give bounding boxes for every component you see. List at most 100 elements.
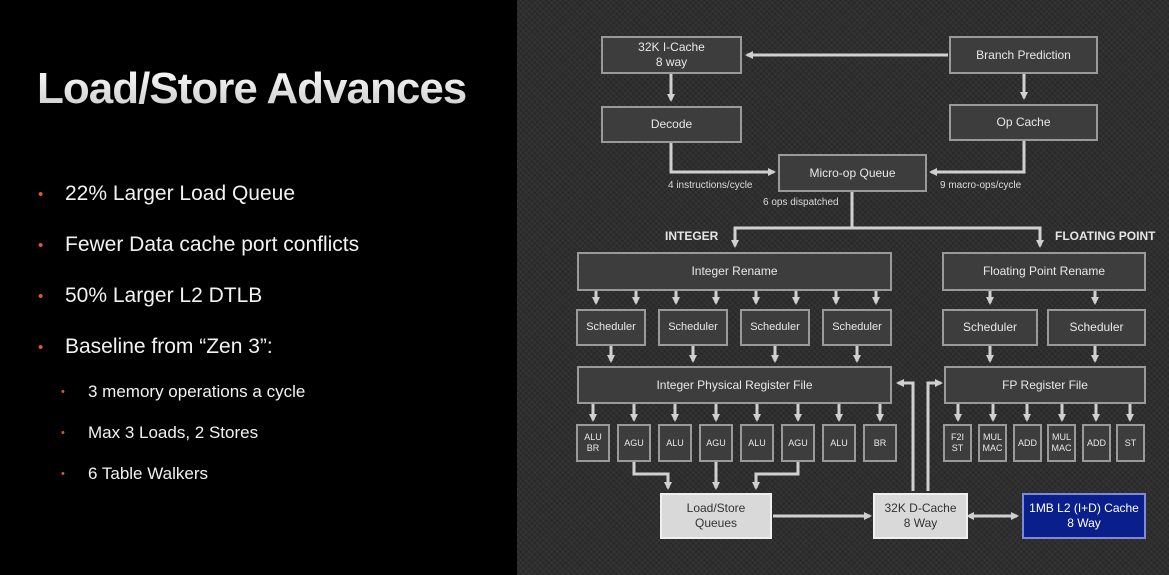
decode-box: Decode bbox=[601, 106, 742, 143]
int-register-file-label: Integer Physical Register File bbox=[656, 377, 813, 392]
icache-ways: 8 way bbox=[655, 55, 688, 69]
left-panel: Load/Store Advances • 22% Larger Load Que… bbox=[0, 0, 517, 575]
label-4-instructions: 4 instructions/cycle bbox=[668, 180, 753, 191]
bullet-text: 50% Larger L2 DTLB bbox=[65, 284, 263, 307]
l2-cache-label: 1MB L2 (I+D) Cache bbox=[1029, 501, 1139, 515]
sub-bullet-item: •Max 3 Loads, 2 Stores bbox=[61, 423, 259, 443]
unit-label: AGU bbox=[706, 437, 726, 448]
int-unit-box: ALU bbox=[822, 424, 856, 462]
decode-label: Decode bbox=[650, 117, 693, 131]
op-cache-label: Op Cache bbox=[996, 115, 1051, 129]
int-scheduler-box: Scheduler bbox=[658, 309, 728, 346]
op-cache-box: Op Cache bbox=[949, 104, 1098, 141]
slide-title: Load/Store Advances bbox=[37, 64, 467, 113]
fp-unit-box: ADD bbox=[1013, 424, 1042, 462]
bullet-item: •Baseline from “Zen 3”: bbox=[38, 335, 273, 359]
dcache-label: 32K D-Cache bbox=[884, 501, 957, 515]
sub-bullet-item: • 6 Table Walkers bbox=[61, 464, 208, 484]
scheduler-label: Scheduler bbox=[832, 321, 882, 333]
arrow-decode-queue bbox=[669, 143, 776, 176]
arrows-dcache-regfiles bbox=[896, 379, 943, 491]
fp-register-file-box: FP Register File bbox=[944, 366, 1146, 404]
unit-label: ADD bbox=[1017, 437, 1037, 448]
micro-op-queue-label: Micro-op Queue bbox=[809, 165, 896, 180]
arrows-rename-scheduler bbox=[592, 291, 1099, 305]
arrow-opcache-queue bbox=[929, 141, 1026, 176]
dcache-ways: 8 Way bbox=[903, 516, 938, 530]
scheduler-label: Scheduler bbox=[962, 320, 1018, 334]
bullet-text: Fewer Data cache port conflicts bbox=[65, 233, 360, 256]
unit-label: ALU bbox=[748, 437, 766, 448]
sub-bullet-text: 6 Table Walkers bbox=[88, 464, 208, 483]
unit-label: ST bbox=[1124, 437, 1137, 448]
fp-rename-label: Floating Point Rename bbox=[982, 264, 1106, 278]
scheduler-label: Scheduler bbox=[668, 321, 718, 333]
unit-label: ALU bbox=[666, 437, 684, 448]
int-unit-box: ALU bbox=[658, 424, 692, 462]
unit-label: MUL bbox=[982, 432, 1002, 442]
int-unit-box: ALU bbox=[740, 424, 774, 462]
int-unit-box: BR bbox=[863, 424, 897, 462]
unit-label: ALU bbox=[830, 437, 848, 448]
integer-rename-label: Integer Rename bbox=[691, 264, 778, 278]
integer-rename-box: Integer Rename bbox=[577, 252, 892, 291]
sub-bullet-item: •3 memory operations a cycle bbox=[61, 382, 305, 402]
scheduler-label: Scheduler bbox=[586, 321, 636, 333]
bullet-icon: • bbox=[61, 386, 65, 398]
unit-label-2: MAC bbox=[982, 443, 1003, 453]
sub-bullet-text: Max 3 Loads, 2 Stores bbox=[88, 423, 259, 442]
int-register-file-box: Integer Physical Register File bbox=[577, 366, 892, 404]
l2-cache-ways: 8 Way bbox=[1067, 516, 1101, 530]
bullet-item: • 50% Larger L2 DTLB bbox=[38, 284, 263, 308]
unit-label-2: ST bbox=[951, 443, 964, 453]
unit-label-2: BR bbox=[586, 443, 600, 453]
branch-prediction-label: Branch Prediction bbox=[976, 47, 1071, 62]
arrows-agu-loadstore bbox=[632, 462, 800, 490]
label-9-macro-ops: 9 macro-ops/cycle bbox=[940, 180, 1022, 191]
int-unit-box: AGU bbox=[781, 424, 815, 462]
fp-header: FLOATING POINT bbox=[1055, 229, 1156, 243]
fp-rename-box: Floating Point Rename bbox=[942, 252, 1146, 291]
unit-label: AGU bbox=[788, 437, 808, 448]
arrows-regfile-units bbox=[589, 404, 1134, 422]
bullet-text: Baseline from “Zen 3”: bbox=[65, 335, 273, 358]
unit-label-2: MAC bbox=[1051, 443, 1072, 453]
int-unit-box: AGU bbox=[699, 424, 733, 462]
int-scheduler-box: Scheduler bbox=[576, 309, 646, 346]
fp-scheduler-box: Scheduler bbox=[942, 309, 1038, 346]
unit-label: AGU bbox=[624, 437, 644, 448]
bullet-item: • 22% Larger Load Queue bbox=[38, 182, 296, 206]
icache-label: 32K I-Cache bbox=[638, 40, 705, 54]
arrows-scheduler-regfile bbox=[607, 346, 1099, 363]
int-scheduler-box: Scheduler bbox=[740, 309, 810, 346]
bullet-icon: • bbox=[61, 468, 65, 480]
branch-prediction-box: Branch Prediction bbox=[949, 36, 1098, 74]
bullet-icon: • bbox=[38, 288, 44, 305]
arrow-to-fp bbox=[852, 226, 1044, 248]
scheduler-label: Scheduler bbox=[750, 321, 800, 333]
unit-label: F2I bbox=[950, 432, 964, 442]
bullet-item: • Fewer Data cache port conflicts bbox=[38, 233, 360, 257]
unit-label: MUL bbox=[1051, 432, 1071, 442]
scheduler-label: Scheduler bbox=[1069, 320, 1124, 334]
bullet-icon: • bbox=[38, 237, 44, 254]
fp-unit-box: ADD bbox=[1082, 424, 1111, 462]
label-6-ops: 6 ops dispatched bbox=[763, 197, 839, 208]
int-scheduler-box: Scheduler bbox=[822, 309, 892, 346]
fp-scheduler-box: Scheduler bbox=[1047, 309, 1146, 346]
micro-op-queue-box: Micro-op Queue bbox=[778, 154, 927, 192]
unit-label: ADD bbox=[1086, 437, 1106, 448]
load-store-label: Load/Store bbox=[686, 501, 746, 515]
bullet-icon: • bbox=[38, 186, 44, 203]
unit-label: ALU bbox=[584, 432, 602, 442]
integer-header: INTEGER bbox=[665, 229, 719, 243]
fp-register-file-label: FP Register File bbox=[1002, 377, 1088, 392]
bullet-text: 22% Larger Load Queue bbox=[65, 182, 296, 205]
